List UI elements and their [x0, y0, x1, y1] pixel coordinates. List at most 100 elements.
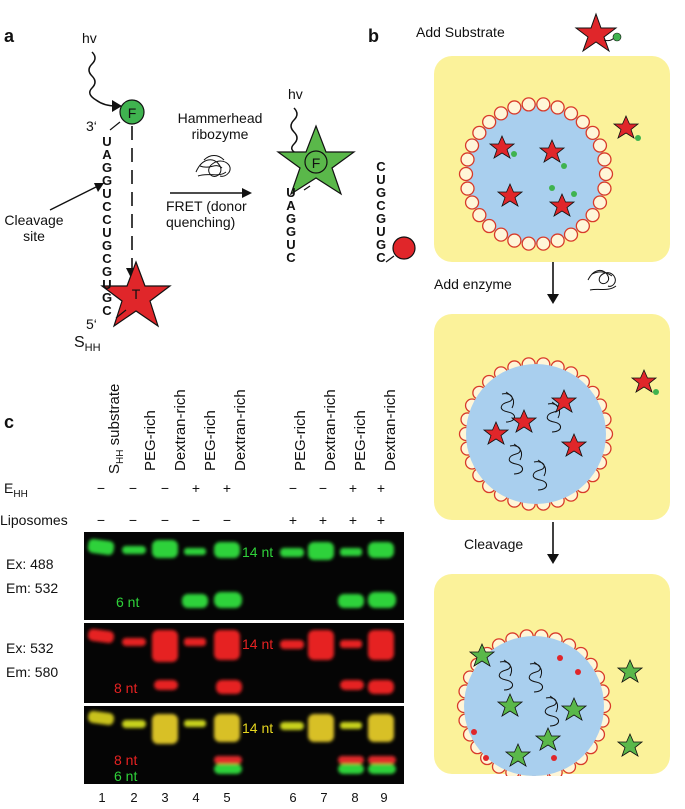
- nt: A: [286, 198, 296, 213]
- lipid-headgroup: [458, 166, 474, 182]
- lane-number: 5: [223, 790, 231, 805]
- ehh-sign: +: [222, 480, 232, 496]
- lane-number: 1: [98, 790, 106, 805]
- hv-left-label: hv: [82, 30, 97, 46]
- lipo-sign: −: [191, 512, 201, 528]
- nt: U: [102, 225, 112, 240]
- nt: G: [101, 173, 113, 188]
- ehh-sign: −: [128, 480, 138, 496]
- lipid-headgroup: [493, 106, 509, 121]
- f-left-label: F: [127, 105, 137, 121]
- lipid-headgroup: [482, 114, 497, 130]
- lipid-headgroup: [464, 195, 480, 210]
- ehh-sign: +: [348, 480, 358, 496]
- lane-label-7: Dextran-rich: [322, 389, 339, 471]
- nt: A: [102, 147, 112, 162]
- lipid-headgroup: [585, 207, 600, 223]
- nt: G: [101, 160, 113, 175]
- lane-number: 6: [289, 790, 297, 805]
- lipid-headgroup: [493, 227, 509, 242]
- nt: C: [102, 303, 112, 318]
- nt: U: [102, 134, 112, 149]
- lipo-sign: +: [318, 512, 328, 528]
- cleavage-label: Cleavage: [464, 536, 524, 552]
- ribozyme-label: Hammerhead ribozyme: [177, 110, 263, 142]
- lipid-headgroup: [550, 233, 565, 248]
- nt: U: [102, 277, 112, 292]
- nt: U: [286, 185, 296, 200]
- lipid-headgroup: [550, 100, 565, 115]
- add-enzyme-label: Add enzyme: [434, 276, 512, 292]
- three-prime-label: 3‘: [86, 118, 97, 134]
- nt: G: [285, 224, 297, 239]
- ehh-sub: HH: [13, 488, 28, 500]
- nt: C: [102, 212, 112, 227]
- lane-number: 9: [380, 790, 388, 805]
- lipo-sign: +: [288, 512, 298, 528]
- panel-a-graphics: [49, 51, 356, 328]
- gel2-8nt: 8 nt: [114, 680, 138, 696]
- sequence-right: U A G G U C: [284, 186, 298, 264]
- gel2-14nt: 14 nt: [242, 636, 274, 652]
- ehh-main: E: [4, 480, 14, 496]
- lane-number: 3: [161, 790, 169, 805]
- lipid-headgroup: [460, 181, 475, 196]
- nt: U: [102, 186, 112, 201]
- lipid-headgroup: [507, 233, 522, 248]
- gel3-8nt: 8 nt: [114, 752, 138, 768]
- nt: C: [102, 199, 112, 214]
- lipid-headgroup: [575, 114, 590, 130]
- lipid-headgroup: [464, 138, 480, 153]
- lane-label-main: S: [106, 463, 123, 474]
- nt: G: [101, 290, 113, 305]
- lipid-headgroup: [563, 227, 579, 242]
- lane-number: 8: [351, 790, 359, 805]
- lane-label-1: SHH substrate: [106, 384, 126, 474]
- nt: C: [102, 251, 112, 266]
- panel-b-label: b: [368, 26, 379, 46]
- lipid-headgroup: [597, 181, 612, 196]
- lane-label-3: Dextran-rich: [172, 389, 189, 471]
- nt: C: [376, 198, 386, 213]
- nt: G: [375, 211, 387, 226]
- liposomes-row-label: Liposomes: [0, 512, 68, 528]
- ehh-row-label: EHH: [4, 480, 28, 503]
- hv-right-label: hv: [288, 86, 303, 102]
- ribozyme-icon-a: [195, 155, 231, 177]
- ehh-sign: −: [160, 480, 170, 496]
- lipid-headgroup: [563, 106, 579, 121]
- lipid-headgroup: [598, 166, 614, 182]
- lipid-headgroup: [536, 236, 551, 251]
- nt: G: [375, 237, 387, 252]
- lane-label-rest: substrate: [106, 383, 123, 450]
- lipid-headgroup: [460, 152, 475, 167]
- lane-label-2: PEG-rich: [142, 410, 159, 471]
- panel-b-graphics: [385, 12, 622, 564]
- ribozyme-icon-b: [587, 270, 617, 291]
- ehh-sign: −: [96, 480, 106, 496]
- panel-a-label: a: [4, 26, 15, 46]
- lipid-headgroup: [575, 218, 590, 234]
- gel1-ex: Ex: 488: [6, 556, 54, 572]
- fluorophore-f-left: [119, 99, 145, 125]
- lipid-headgroup: [521, 97, 536, 112]
- gel3-6nt: 6 nt: [114, 768, 138, 784]
- lipo-sign: −: [160, 512, 170, 528]
- gel1-14nt: 14 nt: [242, 544, 274, 560]
- fret-label: FRET (donor quenching): [166, 198, 247, 230]
- lane-label-9: Dextran-rich: [382, 389, 399, 471]
- lipid-headgroup: [482, 218, 497, 234]
- substrate-sub: HH: [84, 342, 101, 355]
- lane-number: 7: [320, 790, 328, 805]
- cleavage-site-label: Cleavage site: [4, 212, 64, 244]
- substrate-label: SHH: [74, 334, 101, 354]
- lipid-headgroup: [585, 125, 600, 141]
- nt: G: [285, 211, 297, 226]
- nt: G: [375, 185, 387, 200]
- add-substrate-label: Add Substrate: [416, 24, 505, 40]
- lipid-headgroup: [536, 97, 551, 112]
- lipid-headgroup: [592, 195, 608, 210]
- gel1-6nt: 6 nt: [116, 594, 140, 610]
- f-right-label: F: [311, 155, 321, 171]
- lane-label-5: Dextran-rich: [232, 389, 249, 471]
